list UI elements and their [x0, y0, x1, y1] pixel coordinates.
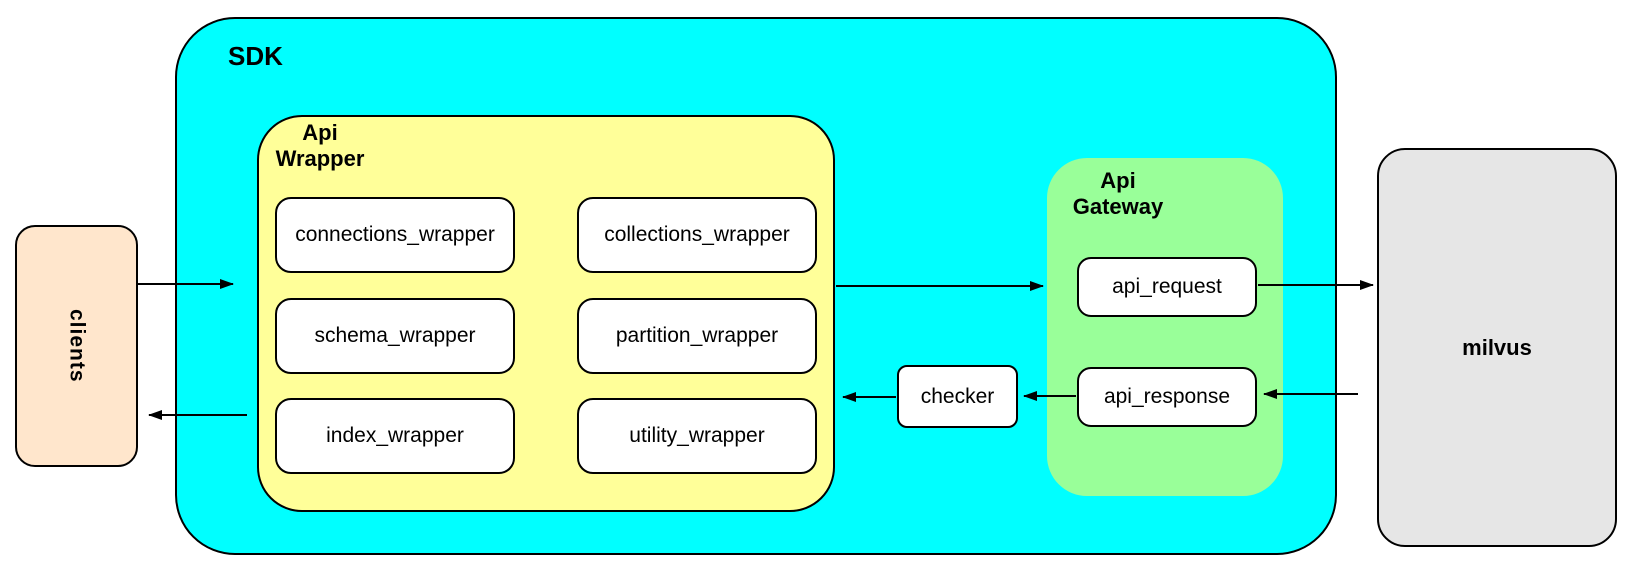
index-wrapper-label: index_wrapper [326, 424, 464, 447]
node-index-wrapper: index_wrapper [275, 398, 515, 474]
node-partition-wrapper: partition_wrapper [577, 298, 817, 374]
schema-wrapper-label: schema_wrapper [314, 324, 476, 347]
node-api-request: api_request [1077, 257, 1257, 317]
api-gateway-label: Api Gateway [1072, 168, 1164, 219]
node-checker: checker [897, 365, 1018, 428]
node-api-gateway: Api Gateway api_request api_response [1047, 158, 1283, 496]
sdk-label: SDK [228, 41, 283, 71]
node-utility-wrapper: utility_wrapper [577, 398, 817, 474]
node-api-wrapper: Api Wrapper connections_wrapper collecti… [257, 115, 835, 512]
collections-wrapper-label: collections_wrapper [604, 223, 790, 246]
node-schema-wrapper: schema_wrapper [275, 298, 515, 374]
milvus-label: milvus [1462, 334, 1532, 360]
checker-label: checker [920, 384, 995, 408]
connections-wrapper-label: connections_wrapper [295, 223, 495, 246]
api-response-label: api_response [1103, 385, 1231, 408]
node-collections-wrapper: collections_wrapper [577, 197, 817, 273]
utility-wrapper-label: utility_wrapper [629, 424, 765, 447]
node-clients: clients [15, 225, 138, 467]
partition-wrapper-label: partition_wrapper [615, 324, 779, 347]
node-sdk: SDK Api Wrapper connections_wrapper coll… [175, 17, 1337, 555]
api-wrapper-label: Api Wrapper [275, 120, 365, 171]
node-connections-wrapper: connections_wrapper [275, 197, 515, 273]
clients-label: clients [65, 309, 89, 383]
node-api-response: api_response [1077, 367, 1257, 427]
api-request-label: api_request [1112, 275, 1222, 298]
node-milvus: milvus [1377, 148, 1617, 547]
